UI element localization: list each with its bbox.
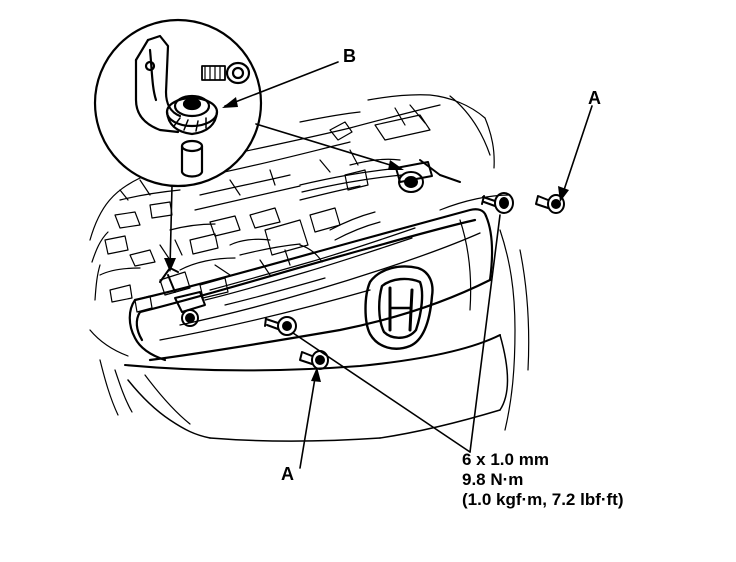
callout-label-b: B (343, 46, 356, 66)
callout-label-a-right: A (588, 88, 601, 108)
bolt-left-upper (264, 316, 297, 336)
leader-lines (169, 61, 593, 469)
honda-emblem-icon (364, 265, 434, 350)
torque-nm-text: 9.8 N·m (462, 470, 524, 489)
torque-spec: 6 x 1.0 mm 9.8 N·m (1.0 kgf·m, 7.2 lbf·f… (462, 450, 624, 510)
torque-imperial-text: (1.0 kgf·m, 7.2 lbf·ft) (462, 490, 624, 509)
front-grille (99, 208, 509, 442)
clip-right (535, 194, 565, 214)
bolt-right-upper (481, 192, 514, 214)
right-clip-mount (395, 159, 461, 193)
bolt-size-text: 6 x 1.0 mm (462, 450, 549, 469)
clip-left (299, 350, 329, 370)
callout-label-a-left: A (281, 464, 294, 484)
leader-arrowheads (164, 97, 569, 382)
detail-inset (93, 18, 263, 188)
